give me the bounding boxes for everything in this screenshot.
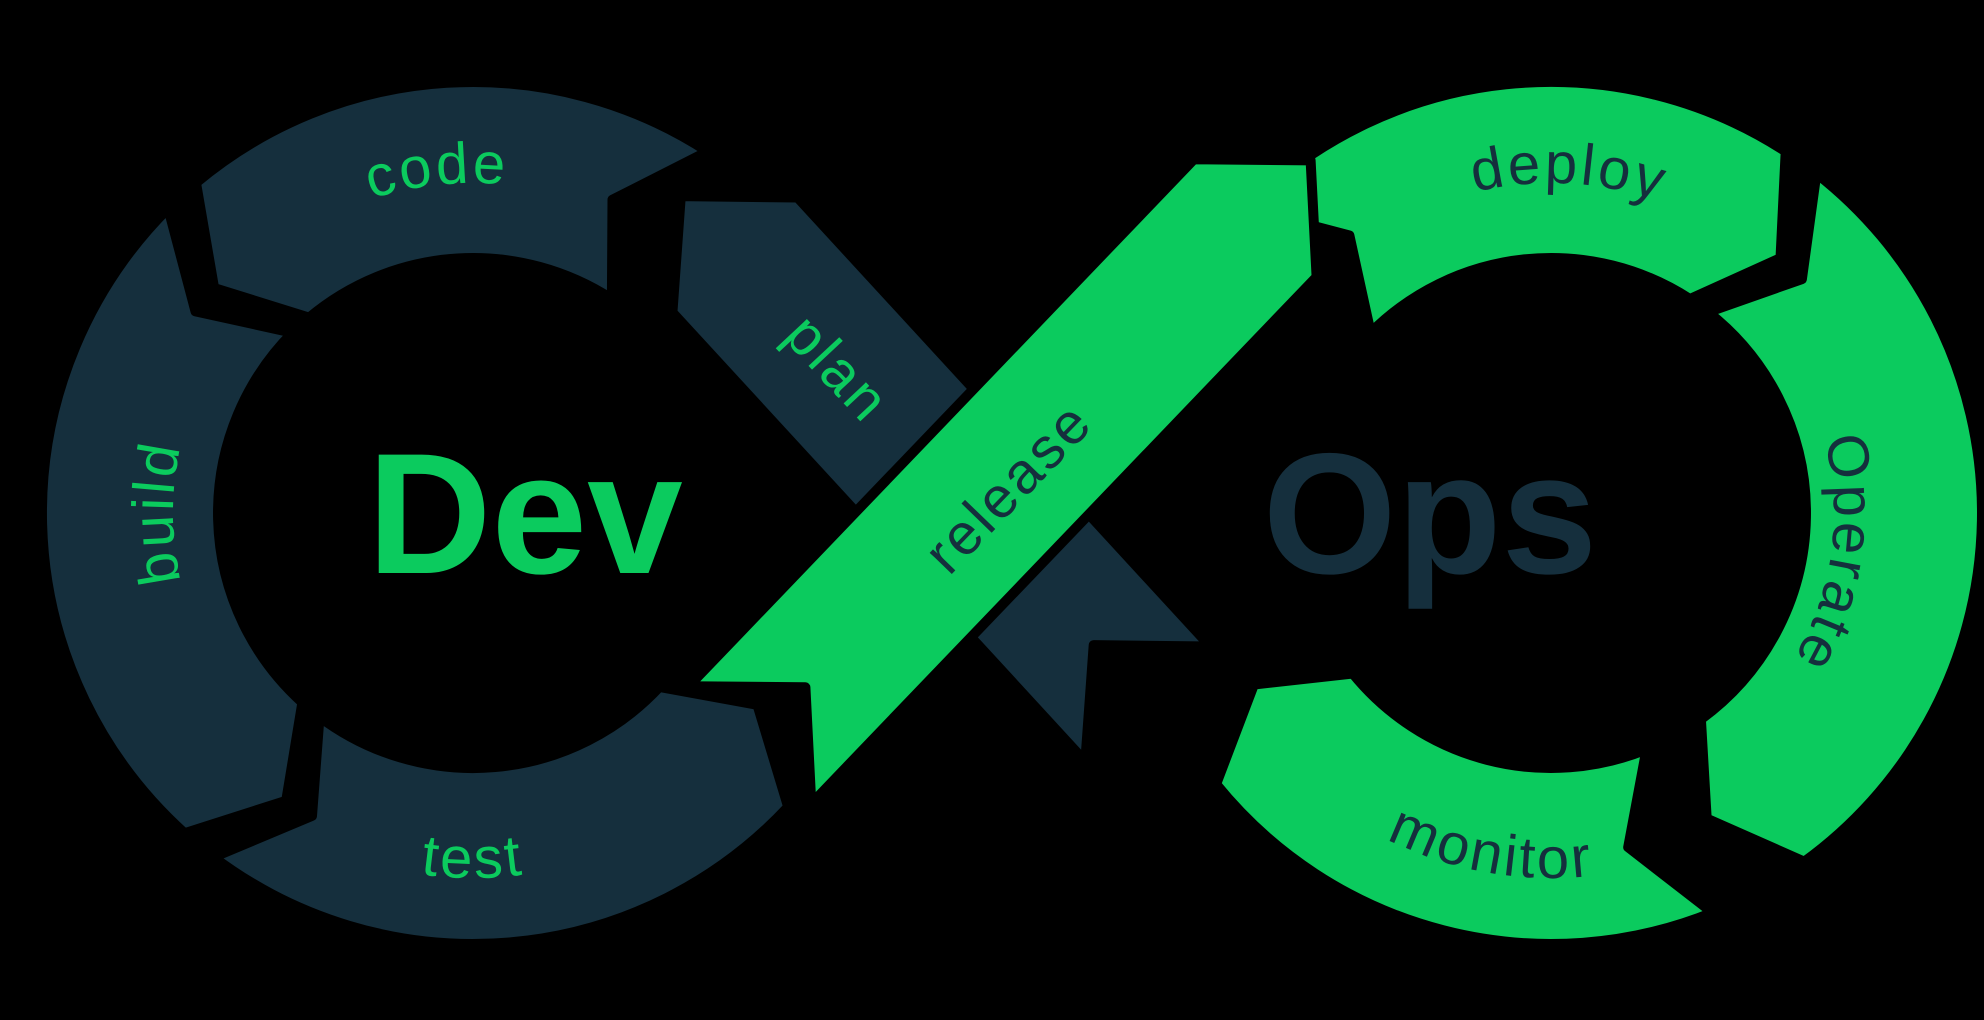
build-arc-segment bbox=[36, 203, 308, 839]
operate-arc-segment bbox=[1695, 168, 1984, 867]
code-arc-segment bbox=[191, 77, 713, 323]
release-ribbon bbox=[683, 154, 1322, 809]
deploy-arc-segment bbox=[1241, 77, 1791, 338]
dev-word: Dev bbox=[367, 418, 683, 610]
test-arc-segment bbox=[208, 681, 794, 949]
test-label-text: test bbox=[419, 823, 524, 892]
test-label: test bbox=[419, 823, 527, 892]
ops-word: Ops bbox=[1263, 418, 1598, 610]
monitor-arc-segment bbox=[1211, 668, 1718, 949]
